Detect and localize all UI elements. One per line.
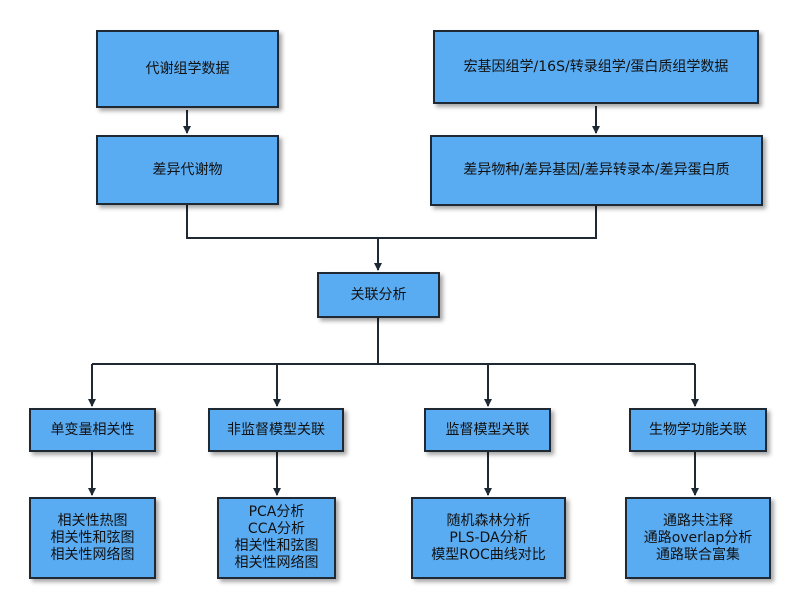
connector-diff-features-join — [378, 206, 597, 239]
node-label-line: 相关性热图 — [57, 512, 128, 529]
node-univariate-methods: 相关性热图相关性和弦图相关性网络图 — [29, 497, 156, 579]
node-label-line: 单变量相关性 — [50, 421, 135, 438]
node-label-line: CCA分析 — [247, 521, 306, 537]
node-label-line: PCA分析 — [248, 504, 305, 520]
node-label-line: PLS-DA分析 — [449, 529, 528, 546]
node-label-line: 随机森林分析 — [446, 512, 531, 529]
node-metabolomics-data: 代谢组学数据 — [96, 30, 279, 108]
node-label-line: 相关性和弦图 — [234, 538, 319, 554]
node-biological-methods: 通路共注释通路overlap分析通路联合富集 — [625, 497, 771, 579]
node-label-line: 关联分析 — [350, 286, 407, 303]
node-diff-metabolites: 差异代谢物 — [96, 135, 279, 205]
node-supervised-model: 监督模型关联 — [424, 408, 551, 452]
node-label-line: 差异代谢物 — [152, 161, 223, 178]
node-label-line: 通路联合富集 — [656, 546, 740, 563]
node-univariate-correlation: 单变量相关性 — [29, 408, 156, 452]
connector-diff-metabolites-join — [186, 205, 378, 239]
node-label-line: 通路共注释 — [663, 512, 733, 529]
node-label-line: 相关性网络图 — [50, 546, 135, 563]
node-label-line: 非监督模型关联 — [227, 421, 325, 438]
node-biological-function: 生物学功能关联 — [629, 408, 767, 452]
node-label-line: 监督模型关联 — [445, 421, 530, 438]
node-label-line: 模型ROC曲线对比 — [431, 546, 546, 563]
node-label-line: 宏基因组学/16S/转录组学/蛋白质组学数据 — [463, 58, 729, 75]
node-correlation-analysis: 关联分析 — [317, 272, 440, 318]
node-label-line: 生物学功能关联 — [649, 421, 747, 438]
node-label-line: 通路overlap分析 — [643, 529, 753, 546]
node-multiomics-data: 宏基因组学/16S/转录组学/蛋白质组学数据 — [433, 30, 759, 104]
node-label-line: 相关性网络图 — [234, 555, 319, 571]
node-unsupervised-model: 非监督模型关联 — [208, 408, 344, 452]
node-diff-features: 差异物种/差异基因/差异转录本/差异蛋白质 — [430, 135, 763, 206]
node-label-line: 代谢组学数据 — [145, 60, 230, 77]
node-label-line: 相关性和弦图 — [50, 529, 135, 546]
node-label-line: 差异物种/差异基因/差异转录本/差异蛋白质 — [463, 162, 730, 178]
